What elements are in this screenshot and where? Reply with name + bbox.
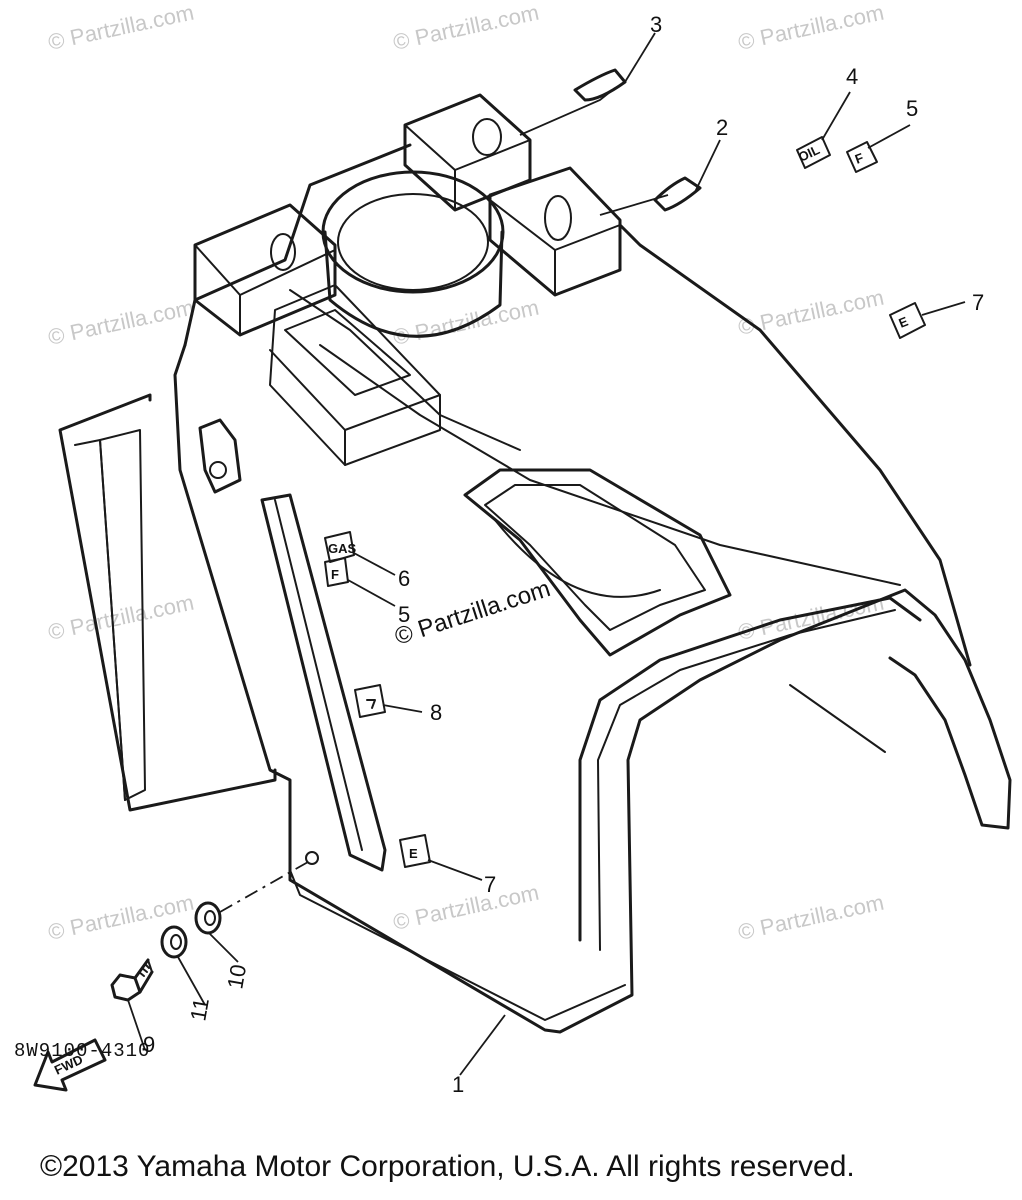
diagram-code: 8W9100-4310 [14, 1040, 151, 1062]
leader-lines [127, 32, 966, 1076]
washer-part-10 [194, 901, 222, 935]
callout-7: 7 [484, 872, 496, 897]
bolt-part-9 [110, 958, 154, 1002]
callout-7: 7 [972, 290, 984, 315]
gas-decal: GAS [324, 531, 357, 563]
callout-10: 10 [222, 962, 251, 990]
front-cover-body [58, 93, 1012, 1034]
f-decal-side-label: F [331, 567, 339, 582]
watermark: © Partzilla.com [391, 0, 541, 55]
callout-3: 3 [650, 12, 662, 37]
e-decal-top: E [889, 302, 926, 339]
watermark-center: © Partzilla.com [392, 575, 554, 651]
watermark: © Partzilla.com [736, 890, 886, 945]
callout-1: 1 [452, 1072, 464, 1097]
callout-9: 9 [143, 1032, 155, 1057]
watermark: © Partzilla.com [46, 0, 196, 55]
callout-numbers: 3 2 4 5 7 6 5 8 7 1 10 11 9 [143, 12, 984, 1097]
oil-decal: OIL [796, 136, 831, 169]
watermark: © Partzilla.com [736, 285, 886, 340]
e-decal-side-label: E [409, 846, 418, 861]
e-decal-side: E [399, 834, 431, 868]
decal-part-8 [354, 684, 386, 718]
callout-2: 2 [716, 115, 728, 140]
gas-decal-label: GAS [328, 541, 357, 556]
callout-5: 5 [906, 96, 918, 121]
nut-part-11 [160, 925, 188, 959]
f-decal-top-label: F [853, 150, 866, 167]
f-decal-side: F [324, 557, 349, 587]
copyright-notice: ©2013 Yamaha Motor Corporation, U.S.A. A… [40, 1150, 855, 1183]
watermark: © Partzilla.com [391, 295, 541, 350]
decal-parts: OIL F E GAS F E [33, 68, 926, 1092]
callout-11: 11 [185, 996, 214, 1023]
watermark: © Partzilla.com [46, 590, 196, 645]
watermark: © Partzilla.com [391, 880, 541, 935]
cap-part-2 [653, 176, 702, 212]
callout-6: 6 [398, 566, 410, 591]
callout-8: 8 [430, 700, 442, 725]
e-decal-top-label: E [897, 314, 911, 331]
callout-5: 5 [398, 602, 410, 627]
watermark-layer: © Partzilla.com © Partzilla.com © Partzi… [46, 0, 886, 945]
watermark: © Partzilla.com [46, 295, 196, 350]
callout-4: 4 [846, 64, 858, 89]
watermark: © Partzilla.com [736, 0, 886, 55]
cap-part-3 [573, 68, 627, 102]
